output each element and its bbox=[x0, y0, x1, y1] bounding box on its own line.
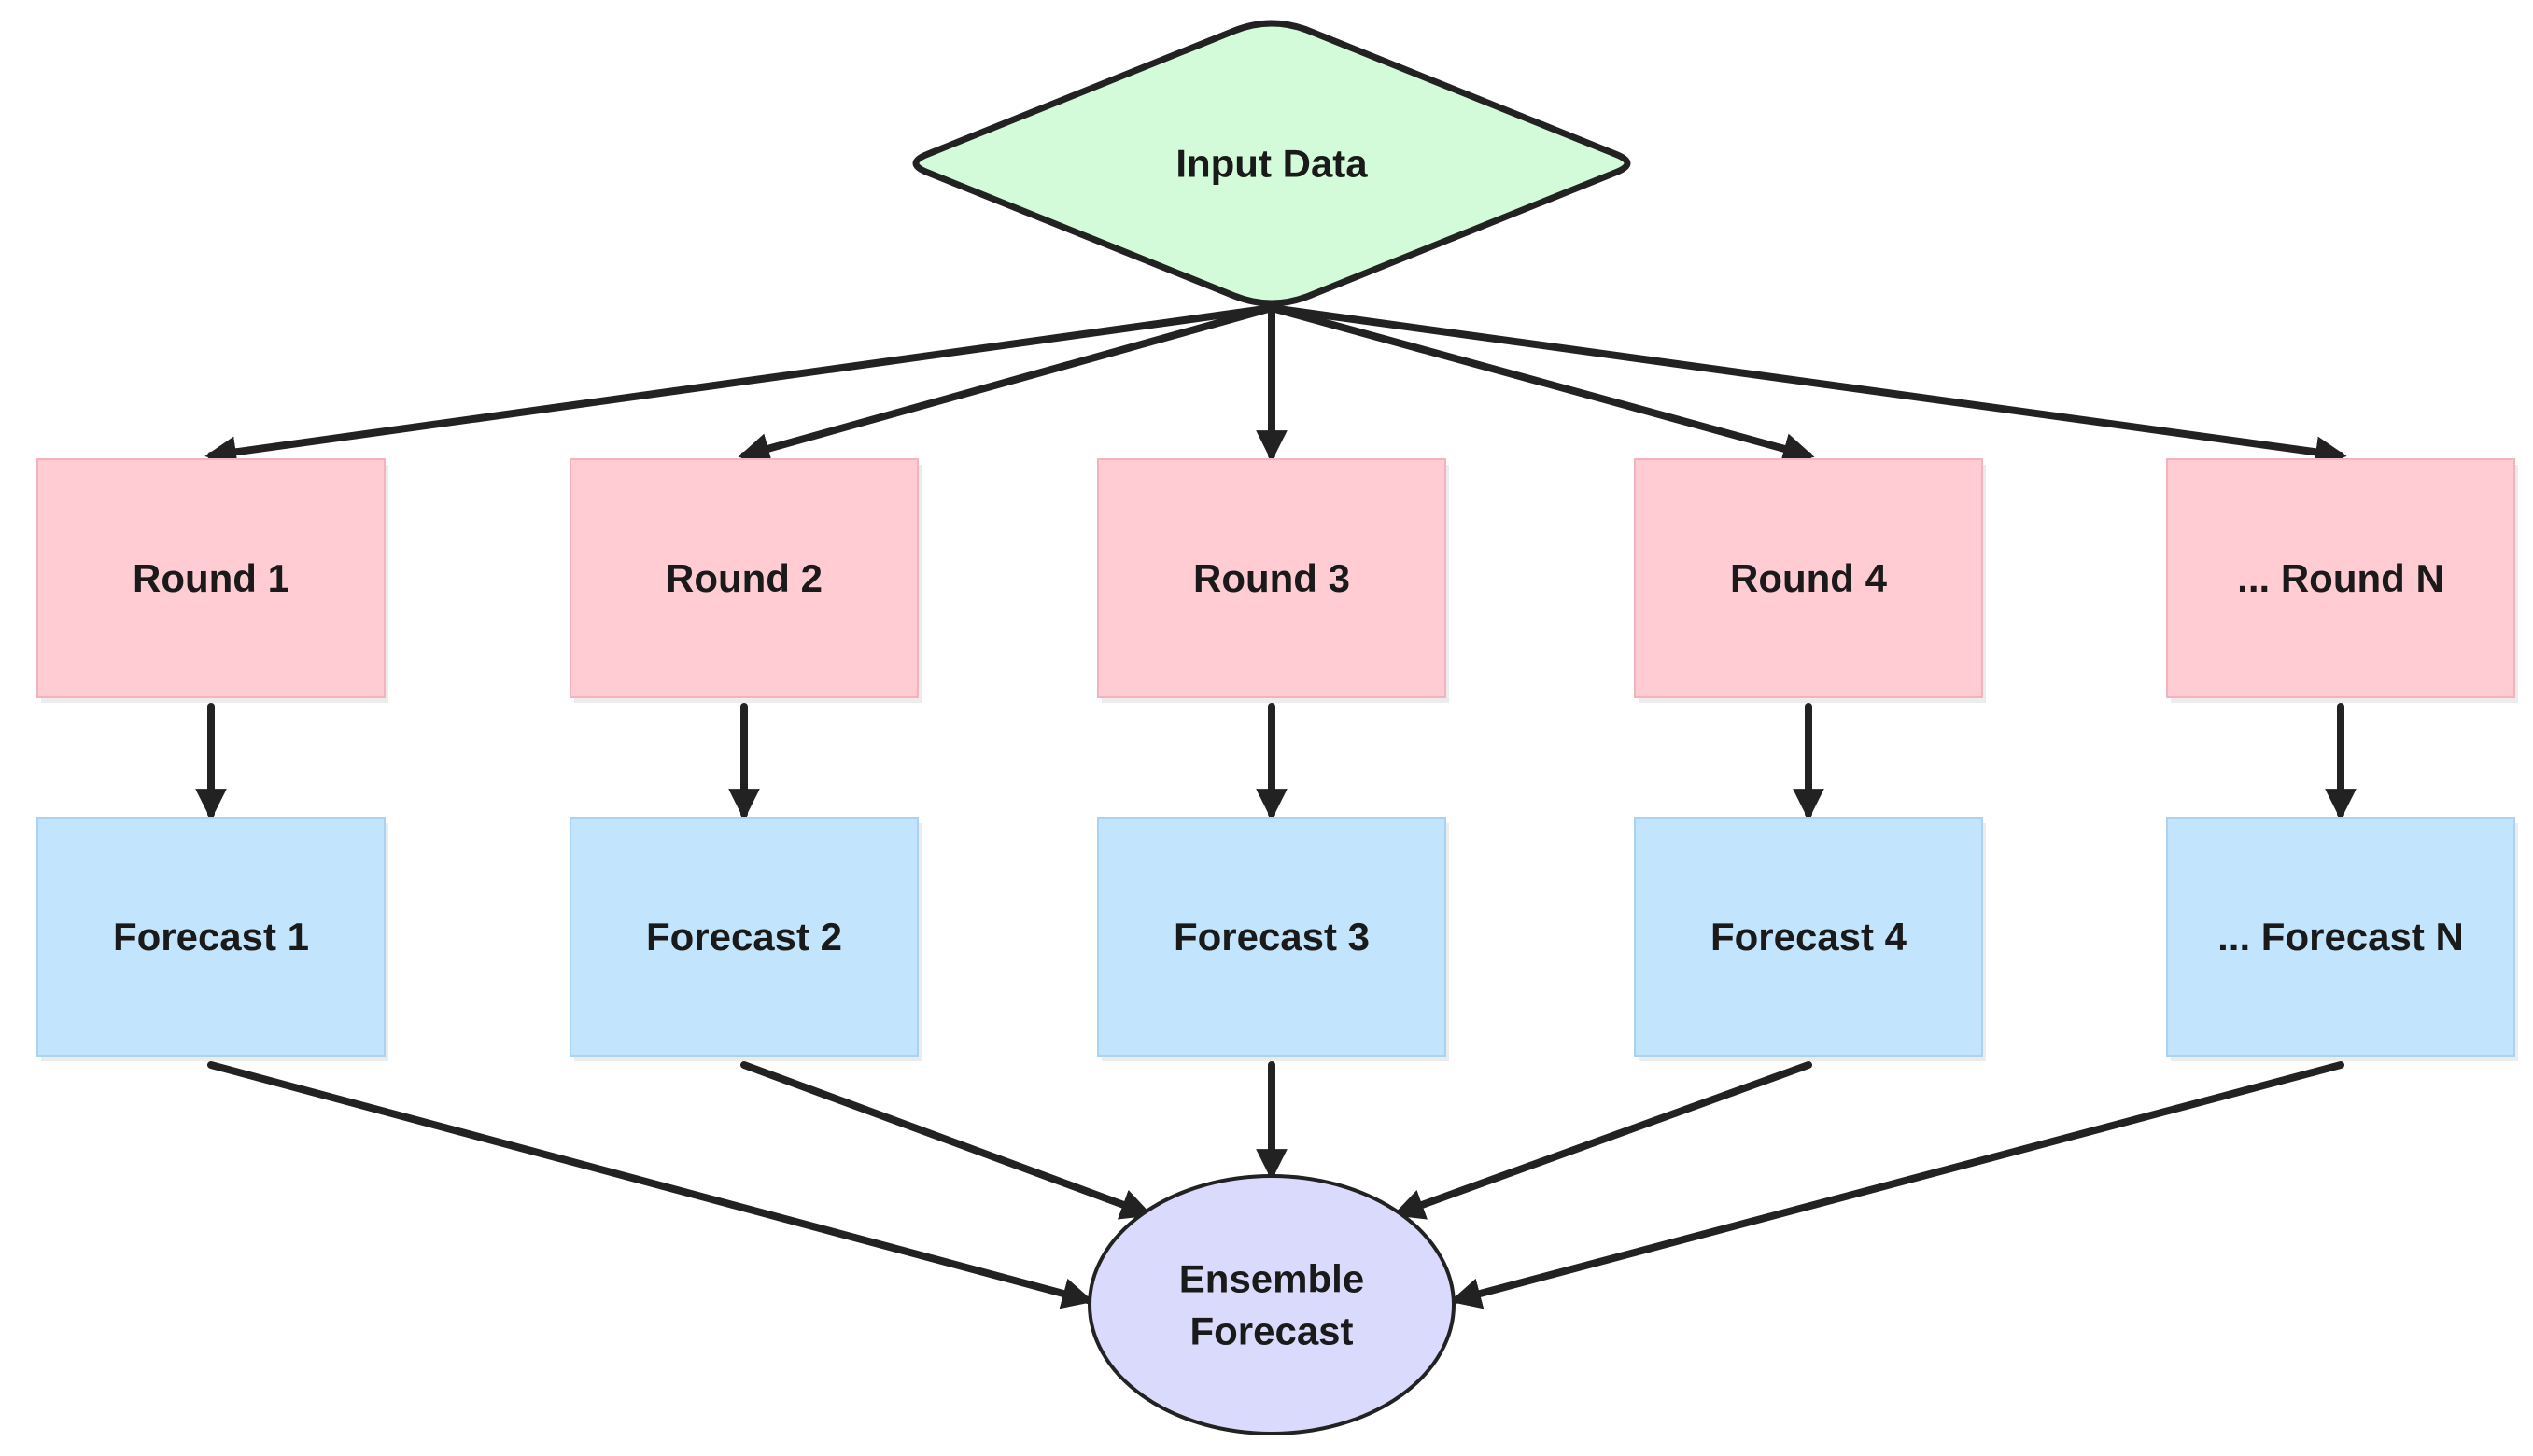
edge-input-to-round-2 bbox=[738, 304, 1275, 464]
forecast-box-3 bbox=[1097, 817, 1446, 1057]
round-label-4: Round 4 bbox=[1730, 556, 1888, 600]
round-box-3 bbox=[1097, 458, 1446, 698]
ensemble-forecast-ellipse bbox=[1088, 1174, 1456, 1435]
edge-input-to-round-4 bbox=[1268, 304, 1815, 465]
forecast-box-2 bbox=[570, 817, 919, 1057]
round-label-5: ... Round N bbox=[2237, 556, 2444, 600]
edge-input-to-round-1 bbox=[204, 304, 1275, 468]
forecast-label-5: ... Forecast N bbox=[2217, 915, 2464, 959]
ensemble-label-line-1: Ensemble bbox=[1179, 1257, 1364, 1301]
edge-forecast-to-ensemble-5 bbox=[1449, 1061, 2344, 1309]
input-data-diamond bbox=[912, 20, 1631, 307]
ensemble-label-line-2: Forecast bbox=[1189, 1309, 1353, 1353]
forecast-label-3: Forecast 3 bbox=[1174, 915, 1370, 959]
round-box-5 bbox=[2166, 458, 2515, 698]
round-box-2 bbox=[570, 458, 919, 698]
round-box-4 bbox=[1634, 458, 1983, 698]
edge-input-to-round-5 bbox=[1268, 304, 2347, 468]
round-label-3: Round 3 bbox=[1193, 556, 1350, 600]
forecast-label-2: Forecast 2 bbox=[646, 915, 842, 959]
edge-forecast-to-ensemble-1 bbox=[207, 1061, 1094, 1309]
round-label-1: Round 1 bbox=[133, 556, 289, 600]
forecast-label-4: Forecast 4 bbox=[1710, 915, 1907, 959]
edge-forecast-to-ensemble-4 bbox=[1392, 1061, 1812, 1220]
round-label-2: Round 2 bbox=[666, 556, 823, 600]
round-box-1 bbox=[36, 458, 386, 698]
edge-forecast-to-ensemble-2 bbox=[740, 1061, 1153, 1220]
forecast-box-4 bbox=[1634, 817, 1983, 1057]
forecast-label-1: Forecast 1 bbox=[113, 915, 309, 959]
forecast-box-1 bbox=[36, 817, 386, 1057]
edges bbox=[195, 304, 2357, 1309]
input-data-label: Input Data bbox=[1175, 142, 1368, 186]
forecast-box-5 bbox=[2166, 817, 2515, 1057]
